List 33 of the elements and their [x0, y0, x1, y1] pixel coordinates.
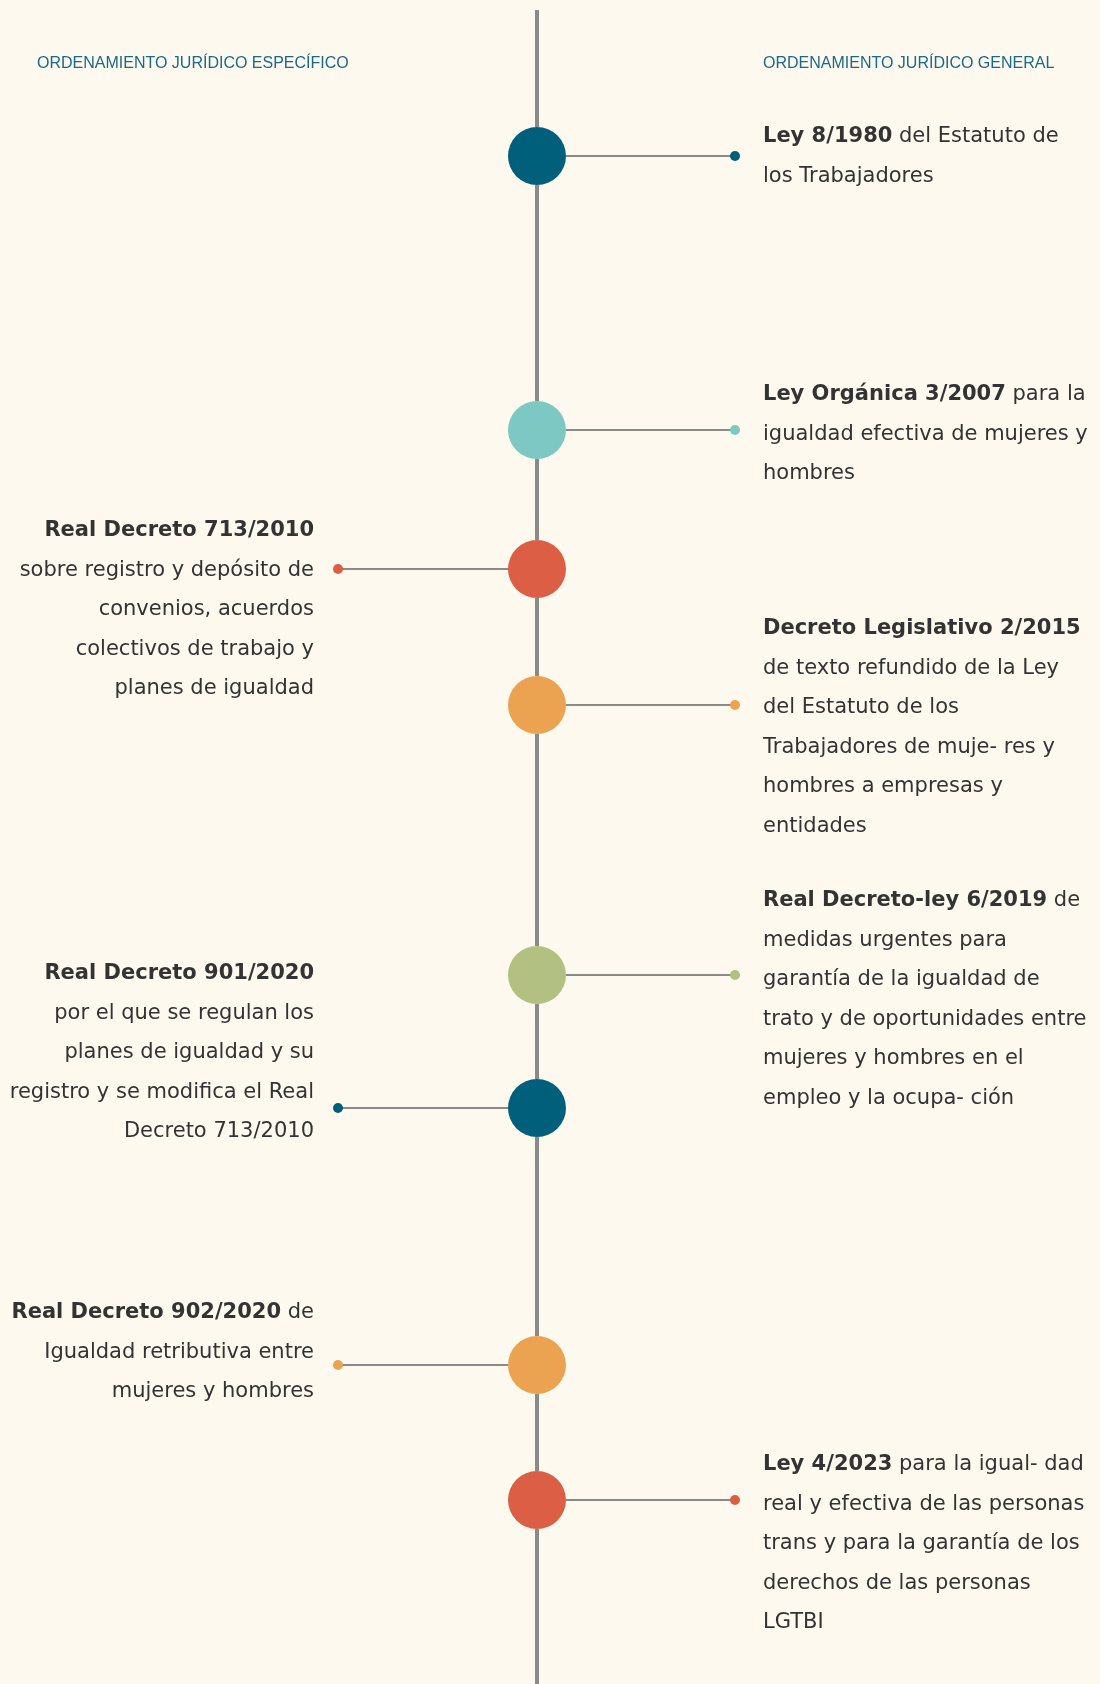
column-heading: ORDENAMIENTO JURÍDICO GENERAL — [763, 54, 1055, 72]
connector-line — [565, 970, 740, 980]
column-heading: ORDENAMIENTO JURÍDICO ESPECÍFICO — [37, 54, 349, 72]
connector-line — [565, 1495, 740, 1505]
connector-line — [565, 700, 740, 710]
connector-line — [333, 564, 509, 574]
connector-line — [565, 151, 740, 161]
timeline-line — [535, 734, 539, 946]
law-description: Real Decreto 713/2010 sobre registro y depósito de convenios, acuerdos colectivos de trabajo y planes de igualdad — [18, 516, 314, 701]
law-description: Real Decreto 902/2020 de Igualdad retributiva entre mujeres y hombres — [10, 1298, 314, 1404]
timeline-dot — [508, 1336, 566, 1394]
law-description: Real Decreto-ley 6/2019 de medidas urgentes para garantía de la igualdad de trato y de oportunidades entre mujeres y hombres en el empleo y la ocupa- ción — [763, 886, 1088, 1111]
timeline-dot — [508, 1079, 566, 1137]
law-description: Real Decreto 901/2020 por el que se regulan los planes de igualdad y su registro y se modifica el Real Decreto 713/2010 — [8, 959, 314, 1144]
timeline-line — [535, 598, 539, 676]
timeline-dot — [508, 946, 566, 1004]
timeline-dot — [508, 1471, 566, 1529]
law-description: Ley 8/1980 del Estatuto de los Trabajadores — [763, 122, 1060, 189]
connector-line — [565, 425, 740, 435]
connector-line — [333, 1360, 509, 1370]
timeline-line — [535, 1004, 539, 1079]
timeline-dot — [508, 127, 566, 185]
timeline-line — [535, 1394, 539, 1471]
timeline-dot — [508, 401, 566, 459]
law-description: Decreto Legislativo 2/2015 de texto refundido de la Ley del Estatuto de los Trabajadores de muje- res y hombres a empresas y entidades — [763, 614, 1082, 839]
timeline-line — [535, 459, 539, 540]
timeline-line — [535, 1137, 539, 1336]
timeline-dot — [508, 676, 566, 734]
law-description: Ley Orgánica 3/2007 para la igualdad efectiva de mujeres y hombres — [763, 380, 1089, 486]
connector-line — [333, 1103, 509, 1113]
timeline-line — [535, 185, 539, 401]
law-description: Ley 4/2023 para la igual- dad real y efectiva de las personas trans y para la garantía de los derechos de las personas LGTBI — [763, 1450, 1086, 1635]
timeline-dot — [508, 540, 566, 598]
